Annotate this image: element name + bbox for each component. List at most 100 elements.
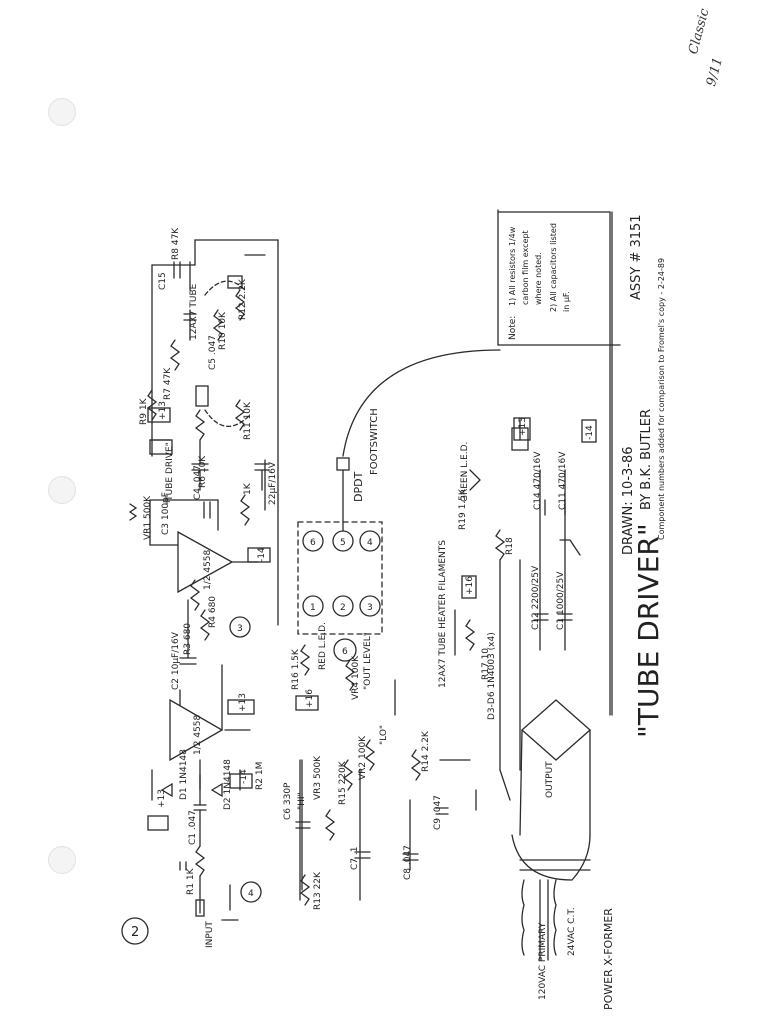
drawn-by: BY B.K. BUTLER (639, 409, 654, 510)
comp-c8: C8 .047 (403, 845, 413, 880)
label-primary: 120VAC PRIMARY (538, 922, 548, 1000)
comp-c12: C12 2200/25V (531, 565, 541, 630)
comp-r1: R1 1K (186, 867, 196, 895)
revision-comment: Component numbers added for comparison t… (657, 258, 666, 540)
rail-m14-c: -14 (585, 425, 595, 440)
comp-c1: C1 .047 (188, 810, 198, 845)
comp-d2: D2 1N4148 (223, 759, 233, 810)
label-secondary: 24VAC C.T. (567, 907, 577, 956)
comp-r18: R18 (505, 537, 515, 555)
comp-r13: R13 22K (313, 871, 323, 910)
binder-hole (48, 846, 76, 874)
comp-c10: 22µF/16V (268, 461, 278, 505)
rail-p13-d: +13 (518, 417, 528, 436)
comp-r3: R3 680 (183, 623, 193, 655)
comp-c11: C11 470/16V (558, 451, 568, 510)
rail-m14-b: -14 (257, 547, 267, 562)
binder-hole (48, 98, 76, 126)
switch-pin-4-label: 4 (367, 538, 373, 548)
label-input: INPUT (205, 921, 215, 948)
comp-c6: C6 330P (283, 782, 293, 820)
comp-r2: R2 1M (255, 762, 265, 790)
label-tube: 12AX7 TUBE (189, 283, 199, 340)
opamp-u1a (169, 698, 224, 762)
switch-pin-6-label: 6 (310, 538, 316, 548)
comp-c14: C14 470/16V (533, 451, 543, 510)
switch-pin-1 (302, 595, 324, 617)
assy-number: ASSY # 3151 (629, 214, 644, 300)
switch-pin-2 (332, 595, 354, 617)
node-3-label: 3 (237, 624, 243, 634)
label-tube-drive: "TUBE DRIVE" (165, 442, 175, 505)
comp-c4: C4 .047 (193, 465, 203, 500)
comp-r16: R16 1.5K (291, 648, 301, 690)
comp-r8: R8 47K (171, 227, 181, 260)
binder-hole (48, 476, 76, 504)
comp-vr4: VR4 100K (351, 655, 361, 700)
node-3-circle (229, 616, 251, 638)
comp-c15: C15 (158, 272, 168, 290)
comp-r15: R15 220K (338, 760, 348, 805)
drawn-date: DRAWN: 10-3-86 (621, 446, 636, 555)
node-6-circle (333, 638, 357, 662)
notes-line4: 2) All capacitors listed (549, 223, 558, 312)
comp-c7: C7 .1 (350, 847, 360, 870)
label-green-led: GREEN L.E.D. (460, 442, 470, 502)
comp-r11: R11 10K (243, 401, 253, 440)
switch-pin-2-label: 2 (340, 603, 346, 613)
node-6-label: 6 (342, 647, 348, 657)
label-output: OUTPUT (545, 761, 555, 798)
comp-vr3: VR3 500K (313, 755, 323, 800)
comp-r9: R9 1K (139, 397, 149, 425)
comp-d1: D1 1N4148 (179, 749, 189, 800)
rail-p13-c: +13 (158, 401, 168, 420)
rail-p13-a: +13 (157, 789, 167, 808)
comp-u1b: 1/2 4558 (203, 549, 213, 590)
switch-pin-3 (359, 595, 381, 617)
comp-c5: C5 .047 (208, 335, 218, 370)
comp-r19: R19 1.5K (458, 488, 468, 530)
comp-c3: C3 100pF (161, 492, 171, 535)
node-4-circle (240, 881, 262, 903)
rail-m14-a: -14 (239, 769, 249, 784)
comp-c2: C2 10µF/16V (171, 631, 181, 690)
label-d3d6: D3-D6 1N4003 (x4) (487, 632, 497, 720)
label-hi: "HI" (297, 792, 307, 810)
notes-line1: 1) All resistors 1/4w (508, 226, 517, 306)
comp-u1a: 1/2 4558 (193, 714, 203, 755)
switch-pin-3-label: 3 (367, 603, 373, 613)
page-number-circle (121, 917, 149, 945)
comp-r14: R14 2.2K (421, 730, 431, 772)
rail-p16-b: +16 (465, 576, 475, 595)
comp-r7: R7 47K (163, 367, 173, 400)
label-heater: 12AX7 TUBE HEATER FILAMENTS (438, 540, 448, 688)
bridge-rectifier (521, 699, 591, 761)
switch-pin-1-label: 1 (310, 603, 316, 613)
comp-r6: R6 10K (198, 455, 208, 488)
comp-r17: R17 10 (481, 648, 491, 680)
label-lo: "LO" (379, 725, 389, 745)
label-red-led: RED L.E.D. (318, 622, 328, 670)
switch-pin-5-label: 5 (340, 538, 346, 548)
notes-line3: where noted. (534, 252, 543, 305)
notes-line5: in µF. (562, 291, 571, 312)
opamp-u1b (177, 530, 234, 594)
node-4-label: 4 (248, 889, 254, 899)
comp-r5: 1K (243, 482, 253, 495)
switch-pin-4 (359, 530, 381, 552)
comp-c9: C9 .047 (433, 795, 443, 830)
comp-r10: R10 10K (218, 311, 228, 350)
switch-pin-6 (302, 530, 324, 552)
notes-head: Note: (508, 316, 518, 340)
label-power-xformer: POWER X-FORMER (602, 908, 615, 1010)
comp-vr2: VR2 100K (358, 735, 368, 780)
page-number: 2 (131, 925, 139, 940)
label-dpdt: DPDT (352, 471, 365, 502)
label-footswitch: FOOTSWITCH (369, 408, 380, 475)
title: "TUBE DRIVER" (632, 523, 665, 738)
rail-p16-a: +16 (305, 689, 315, 708)
comp-r12: R12 2.2K (238, 278, 248, 320)
comp-c1x: C1 1000/25V (556, 571, 566, 630)
